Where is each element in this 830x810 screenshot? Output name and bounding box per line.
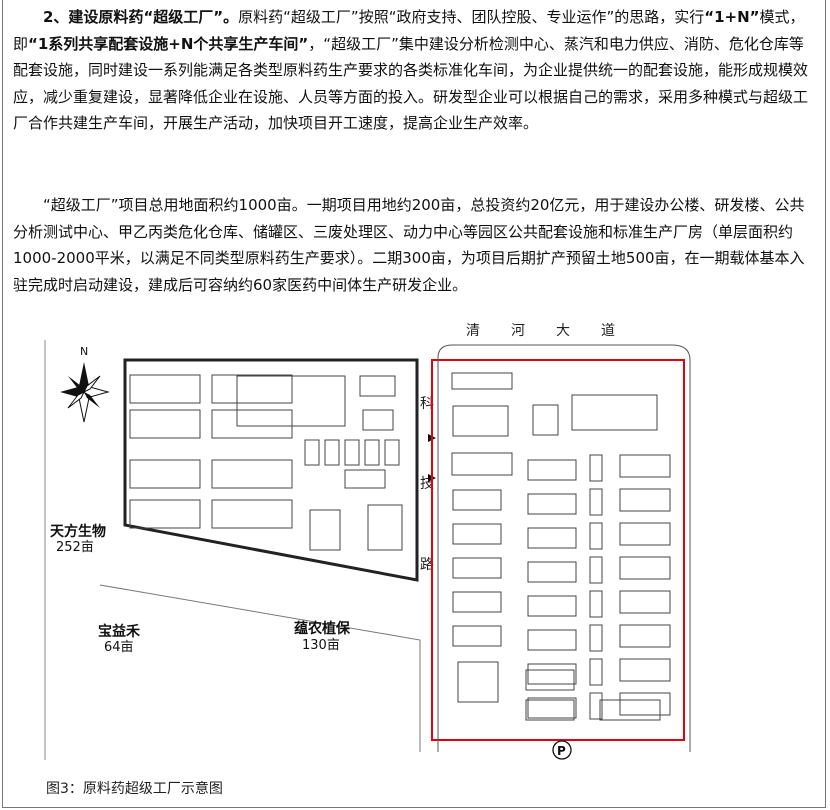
paragraph-1: 2、建设原料药“超级工厂”。原料药“超级工厂”按照“政府支持、团队控股、专业运作… [13,4,816,137]
standard-workshop [619,454,671,478]
tank-block [589,556,603,584]
workshop-block [211,374,293,404]
left-site-buildings [129,374,403,551]
standard-workshop [452,557,502,579]
plot-label-baoyihe: 宝益禾 [98,623,140,640]
paragraph-1-bold-a: “1+N” [704,8,760,26]
standard-workshop [599,699,661,721]
north-arrow-icon [60,362,110,423]
standard-workshop [619,692,671,716]
tank-block [589,454,603,482]
road-top-char-4: 道 [601,323,615,339]
plot-area-yunnong: 130亩 [302,637,340,653]
workshop-block [129,374,201,404]
service-block [532,404,559,436]
standard-workshop [619,590,671,614]
tank-block [384,439,400,466]
figure-caption: 图3：原料药超级工厂示意图 [46,781,223,797]
plot-area-baoyihe: 64亩 [104,639,134,655]
standard-workshop [527,493,577,515]
tank-block [304,439,320,466]
standard-workshop [619,522,671,546]
tank-block [589,658,603,686]
tank-block [589,522,603,550]
research-building [571,394,658,431]
paragraph-1-bold-b: “1系列共享配套设施+N个共享生产车间” [28,34,309,53]
workshop-block [211,499,293,529]
tank-block [589,692,603,720]
paragraph-1-text-c: ，“超级工厂”集中建设分析检测中心、蒸汽和电力供应、消防、危化仓库等配套设施，同… [13,34,809,133]
service-block [359,375,396,397]
standard-workshop [452,489,502,511]
standard-workshop [452,591,502,613]
tank-block [344,439,360,466]
standard-workshop [527,663,577,685]
tank-block [589,488,603,516]
office-block [451,372,513,390]
road-top-char-3: 大 [556,323,570,339]
lower-boundary-line [99,584,421,752]
standard-workshop [525,669,575,691]
standard-workshop [527,697,577,719]
central-building [236,375,346,427]
tank-block [589,590,603,618]
paragraph-1-text-b: 模式，即 [13,8,805,53]
standard-workshop [527,595,577,617]
paragraph-1-text-a: 原料药“超级工厂”按照“政府支持、团队控股、专业运作”的思路，实行 [238,8,705,26]
standard-workshop [452,625,502,647]
tank-array [457,661,499,703]
workshop-block [211,409,293,439]
workshop-block [129,409,201,439]
plot-area-tianfang: 252亩 [56,539,94,555]
super-factory-red-boundary [431,359,685,741]
standard-workshop [619,624,671,648]
service-block [367,504,403,551]
standard-workshop [619,556,671,580]
road-top-char-2: 河 [511,323,525,339]
plot-label-tianfang: 天方生物 [50,523,106,540]
road-side-char-1: 科 [420,396,434,412]
workshop-block [452,405,509,437]
standard-workshop [619,658,671,682]
standard-workshop [527,459,577,481]
tank-array [309,509,341,551]
standard-workshop [527,629,577,651]
service-block [344,469,386,489]
tank-block [589,624,603,652]
right-site-outer-road [437,344,691,752]
plot-label-yunnong: 蕴农植保 [294,620,351,637]
right-site-buildings [451,372,671,721]
standard-workshop [525,699,575,721]
standard-workshop [452,523,502,545]
parking-label: P [557,744,566,758]
standard-workshop [527,561,577,583]
tank-block [324,439,340,466]
section-heading: 2、建设原料药“超级工厂”。 [43,8,239,26]
parking-icon: P [552,740,572,760]
north-label: N [80,345,88,358]
service-block [362,409,394,431]
road-top-char-1: 清 [466,323,480,339]
workshop-block [129,499,201,529]
standard-workshop [619,488,671,512]
workshop-block [211,459,293,489]
workshop-block [451,452,513,476]
paragraph-2: “超级工厂”项目总用地面积约1000亩。一期项目用地约200亩，总投资约20亿元… [13,196,805,294]
phase-one-site-outline [123,358,419,582]
road-side-char-3: 路 [420,557,434,573]
standard-workshop [527,527,577,549]
tank-block [364,439,380,466]
workshop-block [129,459,201,489]
